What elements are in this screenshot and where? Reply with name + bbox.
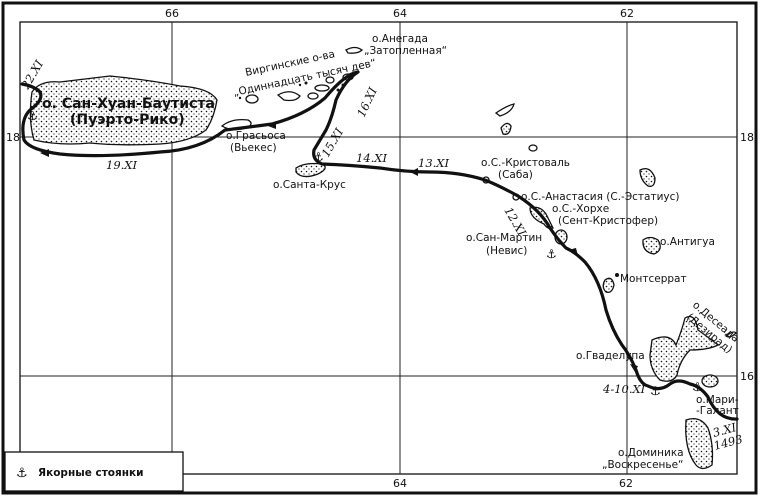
lon-tick-64-top: 64 [393,7,407,20]
label-st-eustatius: о.С.-Анастасия (С.-Эстатиус) [521,191,680,203]
island-guadeloupe [649,315,720,382]
lat-tick-18-right: 18 [740,131,754,144]
island-santa-cruz [295,162,326,178]
inner-frame [19,21,738,475]
lon-tick-62-bottom: 62 [619,477,633,490]
label-st-kitts-1: о.С.-Хорхе [552,203,609,215]
date-16-xi: 16.XI [354,85,380,119]
label-puerto-rico-1: о. Сан-Хуан-Баутиста [42,96,215,112]
label-st-kitts-2: (Сент-Кристофер) [558,215,658,227]
label-vieques-1: о.Грасьоса [226,130,286,142]
lon-tick-66: 66 [165,7,179,20]
label-dominica-1: о.Доминика [618,447,684,459]
lat-tick-16: 16 [740,370,754,383]
label-marie-galante-1: о.Мари- [696,394,739,406]
label-marie-galante-2: -Галант [696,405,739,417]
island-anguilla [494,103,515,117]
date-3-xi: 3.XI [711,420,738,440]
island-barbuda [639,167,656,187]
route-line [20,70,739,421]
label-anegada-2: „Затопленная“ [364,45,447,57]
island-anegada [345,46,364,54]
label-nevis-1: о.Сан-Мартин [466,232,542,244]
island-saba-rock [528,144,538,152]
label-anegada-1: о.Анегада [372,33,428,45]
island-antigua [642,236,661,255]
islands [29,46,737,470]
anchor-icon: ⚓ [650,384,661,398]
label-puerto-rico-2: (Пуэрто-Рико) [70,112,185,128]
label-dominica-2: „Воскресенье“ [602,459,684,471]
lon-tick-64-bottom: 64 [393,477,407,490]
island-st-barth [500,122,512,135]
label-guadeloupe: о.Гваделупа [576,350,645,362]
island-montserrat [602,277,615,293]
label-saba-1: о.С.-Кристоваль [481,157,570,169]
route-arrows [40,121,638,372]
legend-label: Якорные стоянки [38,467,143,479]
island-dominica [685,417,714,470]
island-puerto-rico [29,75,218,146]
anchorages: ⚓ ⚓ ⚓ ⚓ ⚓ [27,109,703,398]
label-saba-2: (Саба) [498,169,533,181]
lon-tick-62-top: 62 [620,7,634,20]
label-nevis-2: (Невис) [486,245,527,257]
date-15-xi: 15.XI [318,125,346,159]
island-desirade [724,331,737,338]
anchor-icon: ⚓ [546,247,557,261]
anchor-icon: ⚓ [692,380,703,394]
legend: ⚓ Якорные стоянки [4,451,184,492]
island-marie-galante [701,374,719,388]
lat-tick-18-left: 18 [6,131,20,144]
date-19-xi: 19.XI [106,158,137,172]
label-vieques-2: (Вьекес) [230,142,277,154]
date-14-xi: 14.XI [356,151,387,165]
date-4-10-xi: 4-10.XI [602,382,646,396]
date-13-xi: 13.XI [418,156,449,170]
label-santa-cruz: о.Санта-Крус [273,179,346,191]
place-labels: о. Сан-Хуан-Баутиста (Пуэрто-Рико) о.Гра… [42,33,741,471]
anchor-icon: ⚓ [313,150,324,164]
anchor-icon: ⚓ [27,109,38,123]
anchor-icon: ⚓ [16,466,28,481]
label-montserrat: Монтсеррат [620,273,687,285]
label-antigua: о.Антигуа [660,236,715,248]
